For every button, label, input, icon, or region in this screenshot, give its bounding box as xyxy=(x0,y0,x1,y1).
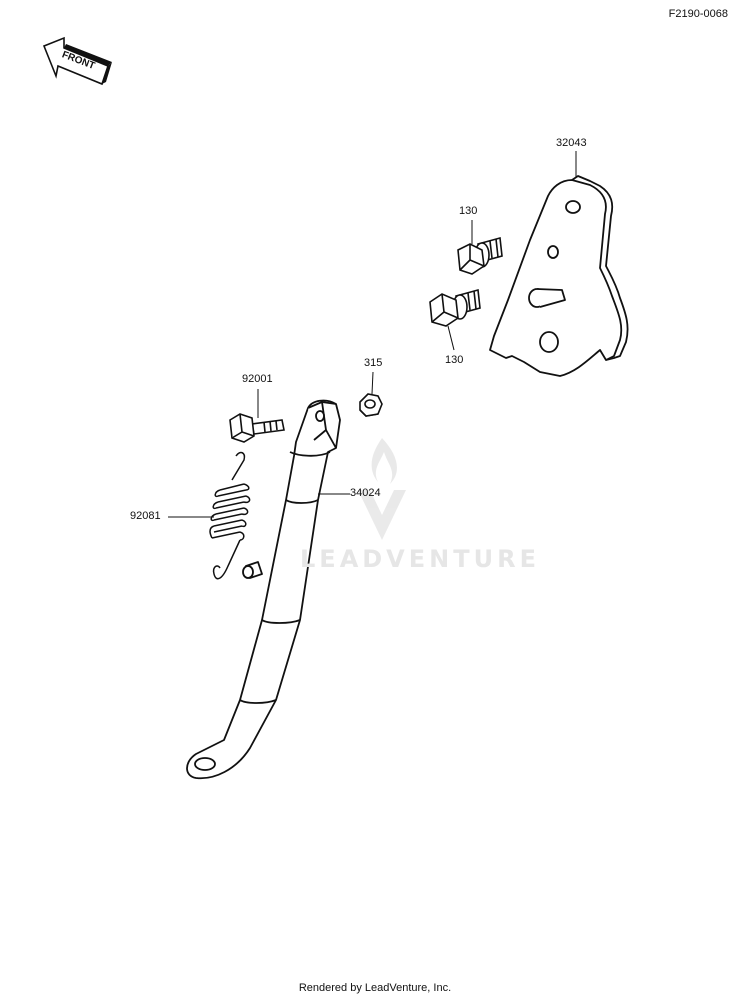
leader-315 xyxy=(371,371,374,395)
pivot-bolt-92001 xyxy=(229,413,285,443)
front-arrow-icon xyxy=(42,36,112,86)
bolt-130-upper xyxy=(457,236,503,275)
part-label-92001[interactable]: 92001 xyxy=(242,373,273,385)
part-label-130-upper[interactable]: 130 xyxy=(459,205,478,217)
side-stand-34024 xyxy=(186,399,341,780)
leadventure-logo-icon xyxy=(358,438,406,540)
diagram-code: F2190-0068 xyxy=(668,8,728,20)
part-label-34024[interactable]: 34024 xyxy=(350,487,381,499)
part-label-315[interactable]: 315 xyxy=(364,357,383,369)
bolt-130-lower xyxy=(429,288,481,327)
part-label-130-lower[interactable]: 130 xyxy=(445,354,464,366)
part-label-32043[interactable]: 32043 xyxy=(556,137,587,149)
part-label-92081[interactable]: 92081 xyxy=(130,510,161,522)
leader-130-lower xyxy=(447,325,455,351)
spring-92081 xyxy=(209,451,251,580)
nut-315 xyxy=(359,393,383,417)
watermark-text: LEADVENTURE xyxy=(300,545,540,573)
bracket-32043 xyxy=(489,175,629,377)
footer-credit: Rendered by LeadVenture, Inc. xyxy=(298,982,452,994)
